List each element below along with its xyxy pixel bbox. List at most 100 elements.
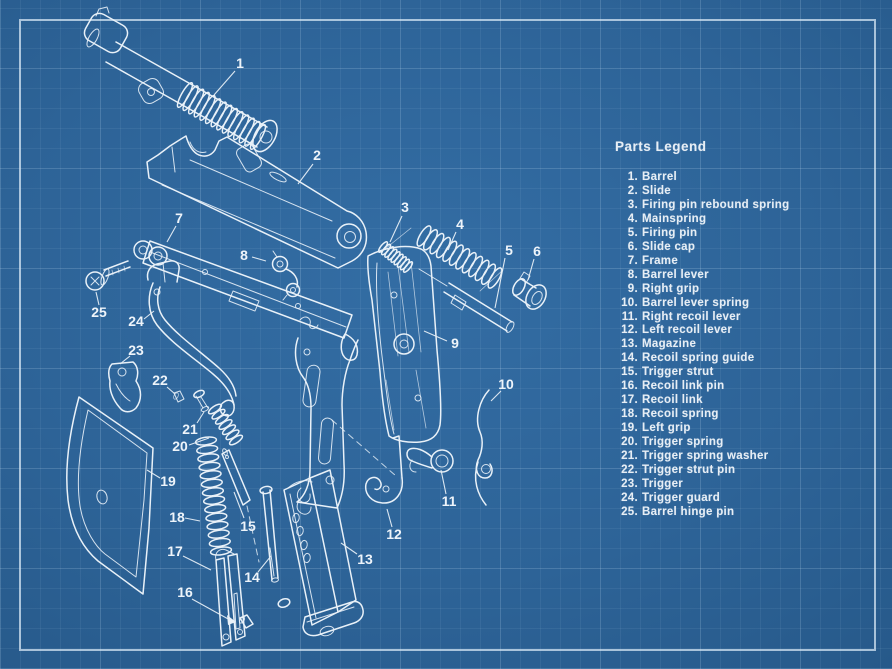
part-trigger-strut-pin (173, 390, 185, 403)
leader-line-4 (447, 231, 457, 251)
part-name: Barrel lever (642, 268, 709, 281)
part-name: Recoil link (642, 394, 703, 407)
part-number: 17. (621, 394, 638, 407)
part-name: Firing pin (642, 226, 698, 239)
spring-coils (176, 81, 503, 556)
part-number: 1. (627, 171, 638, 183)
part-number: 5. (627, 226, 638, 239)
part-number: 22. (621, 464, 638, 477)
parts-legend-item: 8. Barrel lever (615, 269, 789, 283)
part-label-16: 16 (177, 584, 193, 600)
part-name: Barrel hinge pin (642, 505, 735, 518)
leader-line-13 (340, 542, 358, 555)
part-name: Trigger guard (642, 491, 721, 504)
part-label-6: 6 (533, 243, 541, 259)
part-name: Right recoil lever (642, 310, 741, 323)
part-number: 3. (627, 198, 638, 211)
parts-legend-item: 10. Barrel lever spring (615, 297, 789, 311)
parts-legend-item: 1. Barrel (615, 171, 789, 185)
part-left-grip (66, 396, 154, 595)
part-number: 16. (621, 380, 638, 393)
parts-legend-item: 17. Recoil link (615, 394, 789, 408)
parts-legend-item: 9. Right grip (615, 283, 789, 297)
part-name: Recoil spring (642, 408, 719, 421)
part-number: 8. (627, 268, 638, 281)
part-number: 4. (627, 212, 638, 225)
part-label-15: 15 (240, 518, 256, 534)
part-name: Magazine (642, 338, 697, 351)
leader-line-1 (213, 70, 236, 96)
part-label-7: 7 (175, 210, 183, 226)
parts-legend-item: 5. Firing pin (615, 227, 789, 241)
part-label-25: 25 (91, 304, 107, 320)
part-label-22: 22 (152, 372, 168, 388)
leader-line-14 (257, 555, 272, 573)
part-number: 18. (621, 408, 638, 421)
leader-line-18 (184, 517, 201, 522)
parts-legend-item: 18. Recoil spring (615, 408, 789, 422)
leader-line-12 (386, 508, 393, 528)
part-firing-pin (418, 268, 515, 333)
part-number: 2. (627, 184, 638, 197)
part-recoil-link-pin (238, 614, 254, 629)
leader-line-11 (440, 469, 447, 495)
part-number: 7. (627, 254, 638, 267)
part-left-recoil-lever (364, 435, 404, 504)
leader-line-2 (297, 163, 314, 185)
part-barrel (83, 6, 278, 173)
part-number: 9. (627, 282, 638, 295)
assembly-axis-lines (246, 227, 504, 563)
part-number: 10. (621, 296, 638, 309)
part-mainspring (416, 225, 503, 289)
parts-legend-item: 13. Magazine (615, 338, 789, 352)
part-slide (146, 135, 368, 269)
part-label-19: 19 (160, 473, 176, 489)
part-name: Trigger spring washer (642, 450, 769, 463)
barrel-ribs (176, 81, 267, 151)
part-right-recoil-lever (406, 447, 454, 473)
parts-legend-item: 14. Recoil spring guide (615, 352, 789, 366)
parts-legend-item: 3. Firing pin rebound spring (615, 199, 789, 213)
leader-line-7 (166, 225, 177, 243)
parts-legend-item: 12. Left recoil lever (615, 324, 789, 338)
part-name: Trigger spring (642, 436, 724, 449)
parts-legend-item: 16. Recoil link pin (615, 380, 789, 394)
leader-line-25 (95, 291, 100, 306)
parts-legend-item: 7. Frame (615, 255, 789, 269)
part-frame (133, 240, 359, 509)
leader-line-22 (166, 386, 176, 395)
part-label-4: 4 (456, 216, 464, 232)
part-trigger-strut (221, 448, 251, 506)
parts-legend-item: 21. Trigger spring washer (615, 450, 789, 464)
parts-legend-item: 15. Trigger strut (615, 366, 789, 380)
part-label-9: 9 (451, 335, 459, 351)
part-firing-pin-rebound-spring (377, 241, 414, 273)
part-label-17: 17 (167, 543, 183, 559)
parts-legend-item: 24. Trigger guard (615, 492, 789, 506)
part-number: 20. (621, 436, 638, 449)
parts-legend-list: 1. Barrel 2. Slide 3. Firing pin rebound… (615, 171, 789, 520)
part-trigger (107, 361, 142, 413)
part-number: 15. (621, 366, 638, 379)
part-number: 24. (621, 491, 638, 504)
leader-line-9 (423, 330, 448, 342)
parts-legend-item: 4. Mainspring (615, 213, 789, 227)
leader-line-16 (191, 598, 231, 621)
part-name: Mainspring (642, 212, 707, 225)
leader-line-17 (182, 555, 212, 571)
parts-legend-item: 11. Right recoil lever (615, 311, 789, 325)
parts-legend-item: 6. Slide cap (615, 241, 789, 255)
part-label-24: 24 (128, 313, 144, 329)
leader-line-3 (389, 215, 403, 243)
leader-line-10 (490, 390, 502, 402)
part-name: Recoil spring guide (642, 352, 755, 365)
part-number: 23. (621, 477, 638, 490)
part-label-20: 20 (172, 438, 188, 454)
part-number: 13. (621, 338, 638, 351)
leader-line-5 (494, 257, 506, 309)
parts-legend-item: 20. Trigger spring (615, 436, 789, 450)
leader-line-8 (251, 256, 267, 262)
part-label-12: 12 (386, 526, 402, 542)
part-number: 11. (621, 310, 638, 323)
